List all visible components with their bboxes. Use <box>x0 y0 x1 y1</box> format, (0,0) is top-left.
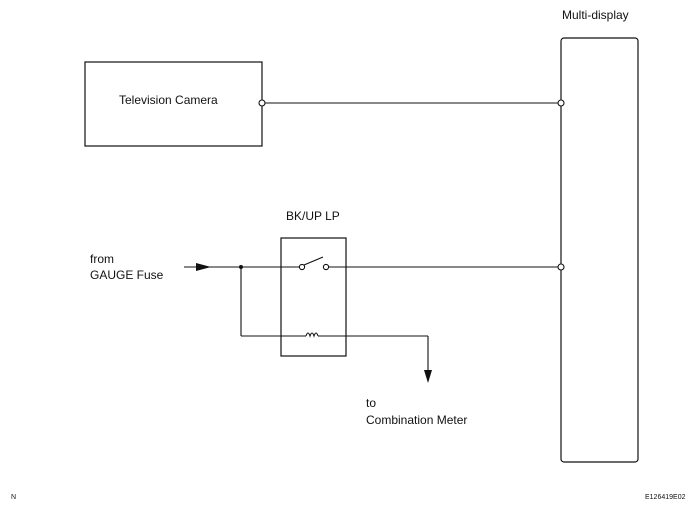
to-label: to <box>366 396 376 410</box>
camera-terminal <box>258 99 266 107</box>
output-arrow <box>424 370 432 383</box>
switch-lever <box>303 256 324 266</box>
input-arrow <box>196 263 211 271</box>
corner-code-right: E126419E02 <box>645 494 686 501</box>
combination-meter-label: Combination Meter <box>366 413 467 427</box>
multi-display-bkup-terminal <box>557 263 565 271</box>
multi-display-label: Multi-display <box>562 8 629 22</box>
bkup-lp-label: BK/UP LP <box>286 209 340 223</box>
switch-contact-right <box>322 263 330 271</box>
from-label: from <box>90 252 114 266</box>
bkup-lp-relay-box <box>280 237 347 357</box>
corner-code-left: N <box>11 494 16 501</box>
relay-coil-icon <box>305 332 319 338</box>
switch-contact-left <box>298 263 306 271</box>
television-camera-box <box>84 61 263 147</box>
television-camera-label: Television Camera <box>119 93 218 107</box>
gauge-fuse-label: GAUGE Fuse <box>90 268 164 282</box>
multi-display-camera-terminal <box>557 99 565 107</box>
multi-display-box <box>560 37 639 463</box>
